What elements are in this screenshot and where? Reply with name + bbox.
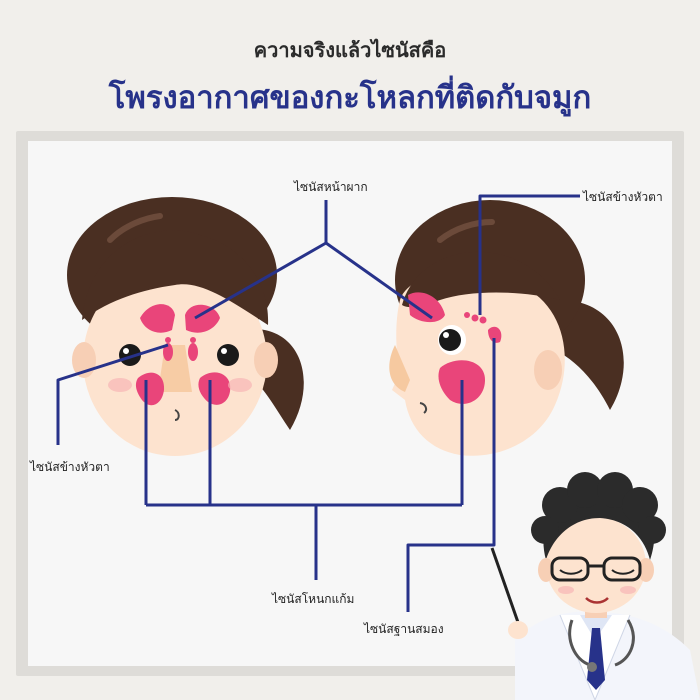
front-ethmoid-left (163, 343, 173, 361)
front-bangs (82, 230, 269, 325)
front-face (67, 197, 304, 456)
label-ethmoid-sinus-left: ไซนัสข้างหัวตา (30, 460, 110, 474)
line-frontal-right (325, 241, 433, 320)
stethoscope-icon (568, 619, 635, 667)
label-maxillary-sinus: ไซนัสโหนกแก้ม (272, 592, 355, 606)
doctor-illustration (490, 472, 700, 700)
doctor-hand (508, 621, 528, 639)
line-ethmoid-left (56, 343, 169, 445)
label-ethmoid-sinus-right: ไซนัสข้างหัวตา (583, 190, 663, 204)
side-ponytail (555, 300, 624, 410)
front-frontal-sinus-left (140, 304, 175, 333)
front-frontal-sinus-right (185, 304, 220, 333)
front-maxillary-left (135, 372, 165, 406)
side-ear (534, 350, 562, 390)
front-maxillary-right (198, 372, 231, 405)
front-hair-highlight (107, 213, 163, 243)
glasses-icon (550, 556, 590, 582)
front-mouth (174, 409, 180, 421)
line-ethmoid-right (478, 194, 580, 315)
side-nose (389, 345, 410, 392)
label-sphenoid-sinus: ไซนัสฐานสมอง (364, 622, 444, 636)
line-frontal-left (194, 241, 327, 320)
page-title: ความจริงแล้วไซนัสคือ (253, 38, 447, 62)
label-frontal-sinus: ไซนัสหน้าผาก (294, 180, 368, 194)
side-face (389, 200, 624, 456)
page-subtitle: โพรงอากาศของกะโหลกที่ติดกับจมูก (108, 80, 592, 116)
leader-lines (56, 194, 580, 612)
doctor-smile (585, 597, 609, 604)
front-ear-right (254, 342, 278, 378)
side-mouth (419, 402, 428, 414)
side-frontal-sinus (408, 292, 445, 323)
line-sphenoid (406, 338, 496, 612)
doctor-tie (587, 628, 605, 690)
pointer-stick (490, 547, 522, 629)
front-eye-right (217, 344, 239, 366)
front-ethmoid-right (188, 343, 198, 361)
side-sphenoid-sinus (488, 326, 502, 343)
